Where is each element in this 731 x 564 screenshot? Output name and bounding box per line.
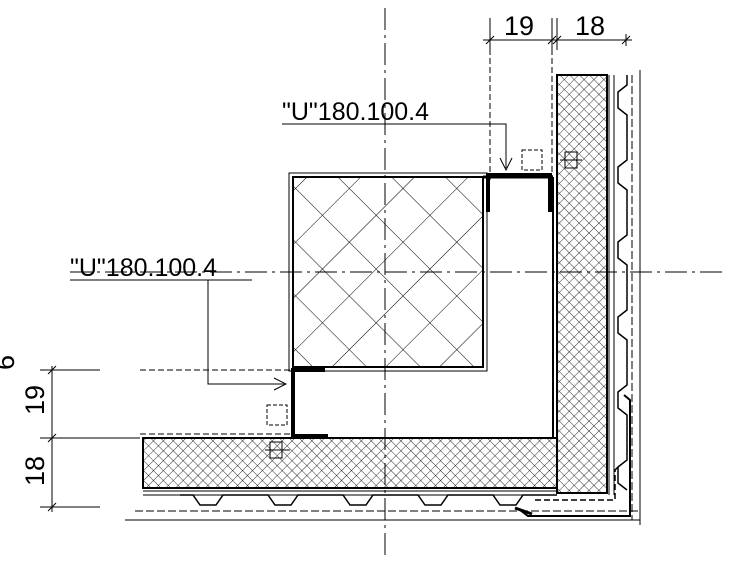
dimension-left-lower-label: 18 (20, 456, 50, 486)
u-profile-lower (291, 368, 328, 438)
vertical-insulation-panel (489, 40, 615, 495)
dimension-left-upper-label: 19 (20, 385, 50, 415)
dimension-left (40, 365, 140, 512)
square-column (288, 172, 488, 372)
callout-lower-leader (70, 279, 288, 391)
u-profiles (291, 173, 552, 438)
callout-upper-label: "U"180.100.4 (282, 98, 429, 126)
dimension-top (483, 18, 632, 50)
dimension-top-left-label: 19 (504, 11, 534, 41)
corrugated-sheet-vertical (617, 70, 641, 525)
dimension-top-right-label: 18 (575, 11, 605, 41)
corner-flashing (514, 394, 631, 517)
edge-fragment-label: 6 (0, 355, 20, 370)
u-profile-upper (486, 173, 552, 212)
corrugated-sheet-horizontal (125, 494, 640, 521)
callout-lower-label: "U"180.100.4 (70, 254, 217, 282)
horizontal-insulation-panel (140, 369, 558, 496)
bolt-symbols (265, 149, 582, 459)
callout-upper-leader (282, 123, 513, 172)
